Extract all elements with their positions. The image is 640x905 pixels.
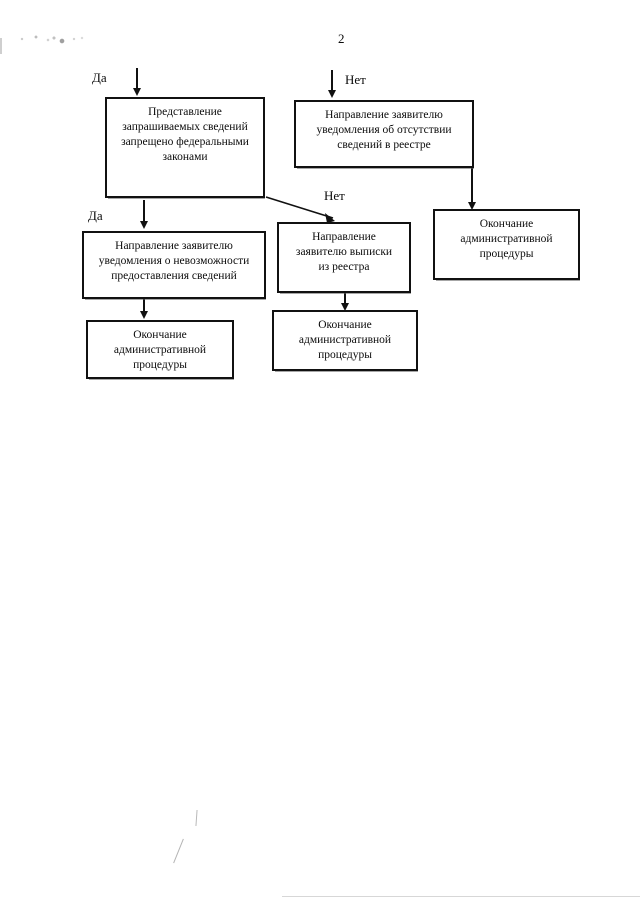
arrowhead-node2-to-node5 bbox=[468, 202, 476, 210]
node-notice-impossible-to-provide: Направление заявителю уведомления о нево… bbox=[82, 231, 266, 300]
arrowhead-into-node1 bbox=[133, 88, 141, 96]
arrowhead-into-node2 bbox=[328, 90, 336, 98]
branch-label-no-middle: Нет bbox=[324, 188, 345, 203]
connector-into-node2 bbox=[331, 70, 333, 92]
page-number: 2 bbox=[338, 31, 345, 46]
node-send-registry-extract-text: Направление заявителю выписки из реестра bbox=[295, 231, 393, 273]
node-notice-no-data-in-registry-text: Направление заявителю уведомления об отс… bbox=[316, 109, 452, 151]
connector-node3-to-node6 bbox=[143, 299, 145, 313]
arrowhead-node4-to-node7 bbox=[341, 303, 349, 311]
arrowhead-node1-to-node3 bbox=[140, 221, 148, 229]
node-send-registry-extract: Направление заявителю выписки из реестра bbox=[277, 222, 411, 294]
node-end-procedure-right: Окончание административной процедуры bbox=[433, 209, 580, 281]
connector-node1-to-node3 bbox=[143, 200, 145, 222]
node-end-procedure-middle: Окончание административной процедуры bbox=[272, 310, 418, 372]
arrowhead-node3-to-node6 bbox=[140, 311, 148, 319]
stray-pen-stroke bbox=[173, 838, 184, 864]
node-notice-no-data-in-registry: Направление заявителю уведомления об отс… bbox=[294, 100, 474, 169]
scan-edge-mark bbox=[0, 38, 2, 54]
connector-node4-to-node7 bbox=[344, 293, 346, 307]
node-end-procedure-middle-text: Окончание административной процедуры bbox=[298, 319, 392, 361]
node-end-procedure-left-text: Окончание административной процедуры bbox=[113, 329, 207, 371]
connector-into-node1 bbox=[136, 68, 138, 90]
branch-label-yes-top-left: Да bbox=[92, 70, 107, 85]
scan-smudge-artifact bbox=[18, 33, 96, 44]
stray-pen-tick bbox=[195, 809, 198, 827]
node-notice-impossible-to-provide-text: Направление заявителю уведомления о нево… bbox=[98, 240, 250, 282]
connector-node2-to-node5 bbox=[471, 168, 473, 208]
node-provision-prohibited-text: Представление запрашиваемых сведений зап… bbox=[121, 106, 249, 163]
branch-label-no-top-right: Нет bbox=[345, 72, 366, 87]
scan-bottom-edge-line bbox=[282, 896, 640, 897]
node-provision-prohibited: Представление запрашиваемых сведений зап… bbox=[105, 97, 265, 199]
node-end-procedure-right-text: Окончание административной процедуры bbox=[460, 218, 553, 260]
node-end-procedure-left: Окончание административной процедуры bbox=[86, 320, 234, 380]
branch-label-yes-left: Да bbox=[88, 208, 103, 223]
